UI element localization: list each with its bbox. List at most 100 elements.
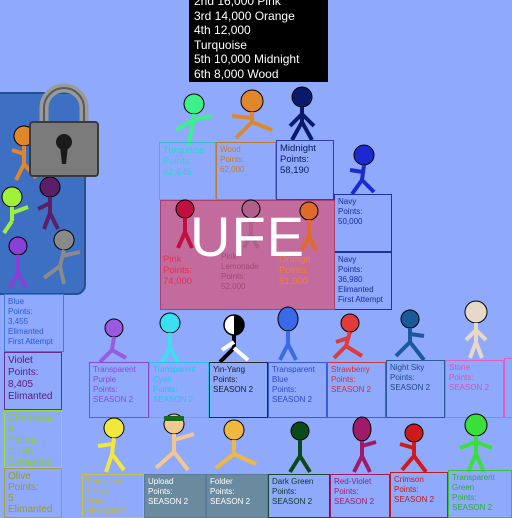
card-folder-name: Folder [210, 477, 233, 486]
card-wood-label: Points: [220, 155, 245, 164]
card-crimson-season: SEASON 2 [394, 495, 435, 504]
card-folder: Folder Points: SEASON 2 [206, 474, 268, 518]
transparent-purple-figure [98, 318, 127, 364]
card-night-sky-label: Points: [390, 373, 415, 382]
card-navy-2-status: Elimanted [338, 285, 374, 294]
card-navy-2-label: Points: [338, 265, 363, 274]
card-midnight-name: Midnight [280, 143, 316, 154]
card-pink: Pink Points: 74,000 [160, 252, 218, 308]
gray-figure-locked [42, 229, 81, 285]
card-navy-1: Navy Points: 50,000 [334, 194, 392, 252]
card-orange-label: Points: [279, 265, 309, 276]
red-violet-figure [352, 416, 377, 473]
card-transparent-cyan: Transparent Cyan Points: SEASON 2 [149, 362, 209, 418]
card-chartreuse-points: 1,165 [8, 446, 34, 457]
card-transparent-purple-color: Purple [93, 375, 117, 384]
card-yin-yang-season: SEASON 2 [213, 385, 254, 394]
card-transparent-yellow-label: Points: [86, 497, 111, 506]
card-orange-points: 51,000 [279, 276, 309, 287]
card-navy-1-name: Navy [338, 197, 357, 206]
leaderboard-line-3rd: 3rd 14,000 Orange [194, 8, 295, 23]
card-midnight: Midnight Points: 58,190 [276, 140, 334, 200]
transparent-green-figure [459, 413, 493, 473]
card-chartreuse: Chartreus e Points: 1,165 Elimanted [4, 410, 62, 468]
leaderboard-line-5th: 5th 10,000 Midnight [194, 52, 300, 66]
card-stone: Stone Points: SEASON 2 [445, 360, 504, 418]
card-olive-points: 5 [8, 493, 14, 504]
card-red-violet-season: SEASON 2 [334, 497, 375, 506]
card-stone-name: Stone [449, 363, 470, 372]
chartreuse-figure-locked [1, 186, 29, 235]
card-orange: Orange Points: 51,000 [276, 252, 334, 308]
card-upload-label: Points: [148, 487, 173, 496]
card-blue-points: 3,455 [8, 317, 29, 326]
card-strawberry-season: SEASON 2 [331, 385, 372, 394]
orange-figure-locked [11, 125, 38, 181]
folder-figure [214, 419, 257, 470]
turquoise-figure [174, 93, 213, 147]
card-midnight-points: 58,190 [280, 165, 310, 176]
card-red-violet-name: Red-Violet [334, 477, 372, 486]
card-transparent-green-name: Transparent [452, 473, 495, 482]
card-pink-points: 74,000 [163, 276, 193, 287]
card-blue-status: Elimanted [8, 327, 44, 336]
card-pink-lemonade-points: 52,000 [221, 282, 246, 291]
card-transparent-yellow-name: Transparent [86, 477, 129, 486]
card-blue-attempt: First Attempt [8, 337, 53, 346]
wood-figure [231, 89, 273, 140]
card-red-violet: Red-Violet Points: SEASON 2 [330, 474, 390, 518]
card-turquoise-points: 62,645 [163, 167, 193, 178]
card-violet-name: Violet [8, 355, 33, 366]
card-upload: Upload Points: SEASON 2 [144, 474, 206, 518]
card-chartreuse-status: Elimanted [8, 457, 53, 468]
dark-green-figure [288, 421, 312, 474]
card-yin-yang-name: Yin-Yang [213, 365, 246, 374]
card-transparent-green-label: Points: [452, 493, 477, 502]
card-transparent-cyan-color: Cyan [153, 375, 172, 384]
crimson-figure [399, 423, 428, 474]
card-blue: Blue Points: 3,455 Elimanted First Attem… [4, 294, 64, 352]
leaderboard-line-2nd: 2nd 16,000 Pink [194, 0, 281, 8]
orange-figure [299, 201, 319, 251]
card-upload-season: SEASON 2 [148, 497, 189, 506]
pink-lemonade-figure [241, 199, 261, 249]
card-transparent-cyan-season: SEASON 2 [153, 395, 194, 404]
card-dark-green: Dark Green Points: SEASON 2 [268, 474, 330, 518]
card-transparent-purple-label: Points: [93, 385, 118, 394]
card-chartreuse-label: Points: [8, 435, 39, 446]
card-strawberry: Strawberry Points: SEASON 2 [327, 362, 386, 418]
card-yin-yang: Yin-Yang Points: SEASON 2 [209, 362, 268, 418]
card-chartreuse-name-suffix: e [8, 424, 14, 435]
stone-figure [464, 300, 488, 359]
card-blue-name: Blue [8, 297, 25, 306]
transparent-cyan-figure [159, 312, 181, 363]
card-transparent-cyan-name: Transparent [153, 365, 196, 374]
card-pink-label: Points: [163, 265, 193, 276]
pink-figure [175, 199, 195, 249]
card-night-sky: Night Sky Points: SEASON 2 [386, 360, 445, 418]
card-transparent-yellow: Transparent Yellow Points: SEASON 2 [82, 474, 144, 518]
card-transparent-yellow-color: Yellow [86, 487, 109, 496]
card-yin-yang-label: Points: [213, 375, 238, 384]
card-olive-label: Points: [8, 482, 39, 493]
card-pink-lemonade-label: Points: [221, 272, 246, 281]
card-transparent-purple: Transparent Purple Points: SEASON 2 [89, 362, 149, 418]
leaderboard-line-4th: 4th 12,000 [194, 23, 251, 37]
card-dark-green-name: Dark Green [272, 477, 314, 486]
card-crimson-label: Points: [394, 485, 419, 494]
card-midnight-label: Points: [280, 154, 310, 165]
transparent-yellow-figure [97, 417, 126, 473]
card-transparent-green-color: Green [452, 483, 475, 492]
purple-figure-locked [37, 176, 61, 230]
card-stone-season: SEASON 2 [449, 383, 490, 392]
card-violet-points: 8,405 [8, 379, 34, 390]
card-transparent-yellow-season: SEASON 2 [86, 507, 127, 516]
card-dark-green-label: Points: [272, 487, 297, 496]
card-upload-name: Upload [148, 477, 174, 486]
card-transparent-green: Transparent Green Points: SEASON 2 [448, 470, 512, 518]
ufe-label: UFE [190, 205, 305, 268]
card-orange-name: Orange [279, 254, 311, 265]
card-crimson: Crimson Points: SEASON 2 [390, 472, 448, 518]
card-navy-2-name: Navy [338, 255, 357, 264]
leaderboard-line-6th: 6th 8,000 Wood [194, 66, 279, 81]
